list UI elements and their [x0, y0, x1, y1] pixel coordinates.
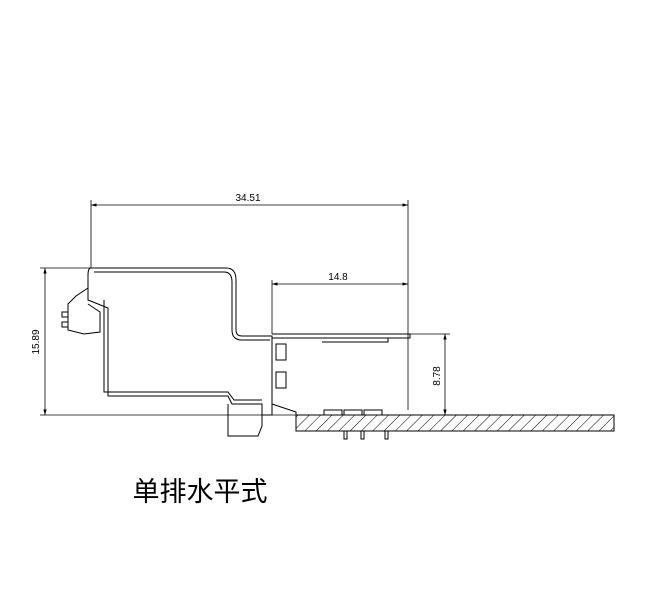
housing-contact-upper: [275, 343, 287, 361]
housing-top-lip: [322, 337, 389, 343]
mounting-foot: [227, 404, 263, 437]
housing: [272, 333, 411, 339]
left-latch: [67, 287, 101, 335]
housing-pad-3: [363, 409, 383, 416]
connector-inner-shell: [94, 271, 270, 341]
pcb-board: [295, 414, 615, 432]
pin-2: [360, 430, 365, 440]
housing-pad-1: [323, 409, 343, 416]
pin-3: [384, 430, 389, 440]
pin-1: [343, 430, 348, 440]
housing-base: [271, 403, 297, 415]
drawing-caption: 单排水平式: [132, 477, 268, 508]
housing-pad-2: [343, 409, 363, 416]
dim-label-board-height: 8.78: [432, 366, 443, 386]
connector-outer-shell: [87, 267, 273, 416]
latch-tab-lower: [61, 321, 69, 328]
dim-label-overall-length: 34.51: [235, 193, 260, 204]
connector-inner-body: [103, 300, 262, 401]
latch-tab-upper: [61, 311, 69, 318]
dim-label-overall-height: 15.89: [31, 329, 42, 354]
housing-contact-lower: [275, 371, 287, 389]
dim-label-housing-length: 14.8: [328, 272, 348, 283]
